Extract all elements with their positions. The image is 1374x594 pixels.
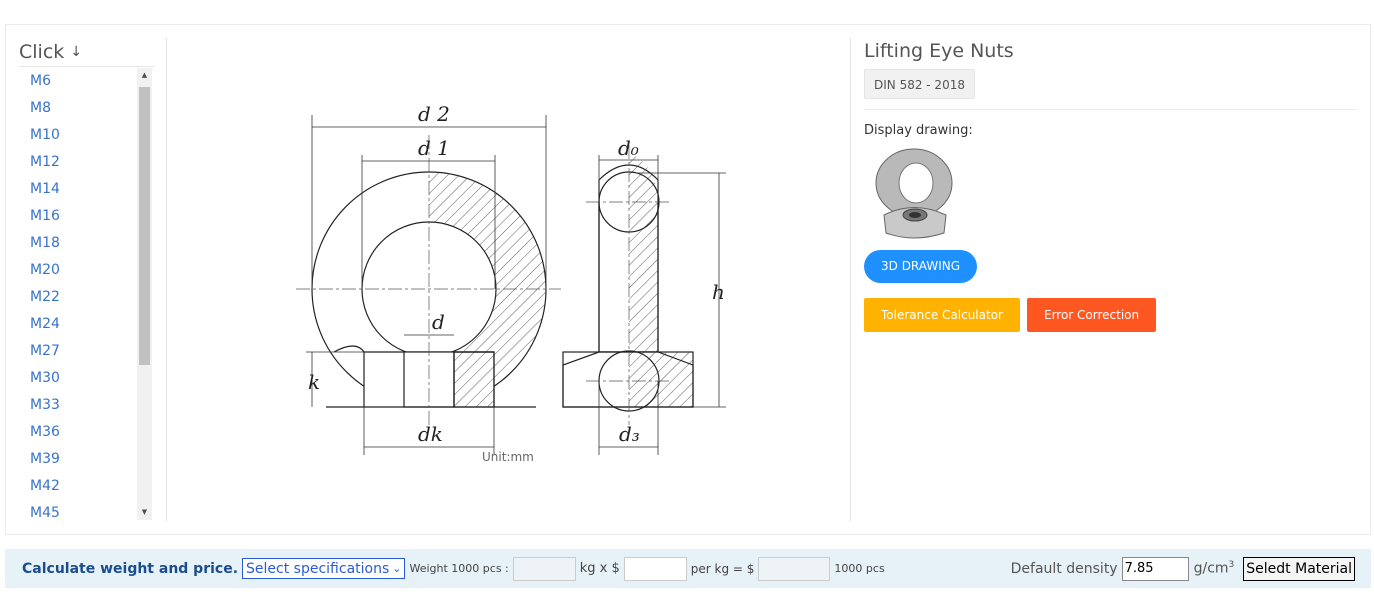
size-item-m45[interactable]: M45: [30, 505, 60, 520]
price-per-kg-input[interactable]: [623, 556, 687, 581]
size-item-m12[interactable]: M12: [30, 154, 60, 170]
product-title: Lifting Eye Nuts: [864, 40, 1014, 62]
size-item-m20[interactable]: M20: [30, 262, 60, 278]
density-unit: g/cm3: [1194, 560, 1235, 577]
pcs-label: 1000 pcs: [834, 562, 885, 575]
size-item-m16[interactable]: M16: [30, 208, 60, 224]
size-item-m27[interactable]: M27: [30, 343, 60, 359]
weight-label: Weight 1000 pcs :: [409, 562, 509, 575]
size-sidebar: Click ↓ M6 M8 M10 M12 M14 M16 M18 M20 M2…: [19, 38, 154, 521]
divider-left: [166, 38, 167, 521]
size-item-m8[interactable]: M8: [30, 100, 51, 116]
size-item-m22[interactable]: M22: [30, 289, 60, 305]
product-panel: Lifting Eye Nuts DIN 582 - 2018 Display …: [864, 38, 1358, 332]
display-drawing-label: Display drawing:: [864, 123, 973, 138]
panel-divider: [864, 109, 1358, 110]
weight-output: [512, 556, 576, 581]
label-k: k: [308, 370, 320, 394]
chevron-down-icon: ⌄: [392, 562, 402, 575]
sidebar-title: Click ↓: [19, 38, 154, 67]
label-d: d: [432, 310, 445, 334]
calc-label: Calculate weight and price.: [22, 560, 239, 577]
technical-drawing: d 2 d 1 d₀ h d k dk d₃: [296, 102, 726, 455]
size-item-m6[interactable]: M6: [30, 73, 51, 89]
error-correction-button[interactable]: Error Correction: [1026, 298, 1157, 332]
size-item-m39[interactable]: M39: [30, 451, 60, 467]
size-item-m33[interactable]: M33: [30, 397, 60, 413]
main-card: Click ↓ M6 M8 M10 M12 M14 M16 M18 M20 M2…: [5, 24, 1371, 535]
spec-select-value: Select specifications: [246, 560, 390, 577]
sidebar-title-text: Click: [19, 41, 65, 63]
size-item-m10[interactable]: M10: [30, 127, 60, 143]
size-item-m42[interactable]: M42: [30, 478, 60, 494]
eye-nut-thumbnail[interactable]: [864, 145, 964, 245]
select-material-button[interactable]: Seledt Material: [1243, 556, 1355, 581]
unit-label: Unit:mm: [482, 450, 534, 464]
label-h: h: [712, 280, 725, 304]
tolerance-calculator-button[interactable]: Tolerance Calculator: [864, 298, 1020, 332]
spec-select[interactable]: Select specifications ⌄: [242, 558, 406, 579]
size-list: M6 M8 M10 M12 M14 M16 M18 M20 M22 M24 M2…: [19, 68, 152, 520]
sidebar-scrollbar[interactable]: ▲ ▼: [137, 68, 152, 520]
label-d2: d 2: [418, 102, 450, 126]
total-price-output: [758, 556, 831, 581]
density-label: Default density: [1010, 560, 1118, 577]
label-d0: d₀: [618, 136, 639, 160]
label-dk: dk: [418, 422, 443, 446]
scroll-down-icon[interactable]: ▼: [141, 508, 148, 516]
label-d3: d₃: [619, 422, 640, 446]
per-kg-label: per kg = $: [690, 561, 755, 576]
label-d1: d 1: [418, 136, 450, 160]
scroll-up-icon[interactable]: ▲: [141, 71, 148, 79]
size-item-m14[interactable]: M14: [30, 181, 60, 197]
density-unit-text: g/cm: [1193, 560, 1229, 577]
kg-x-label: kg x $: [579, 561, 620, 576]
3d-drawing-button[interactable]: 3D DRAWING: [864, 250, 978, 283]
size-item-m36[interactable]: M36: [30, 424, 60, 440]
size-item-m18[interactable]: M18: [30, 235, 60, 251]
size-item-m24[interactable]: M24: [30, 316, 60, 332]
density-input[interactable]: 7.85: [1121, 556, 1189, 581]
arrow-down-icon: ↓: [70, 44, 83, 60]
divider-right: [850, 38, 851, 521]
calc-bar: Calculate weight and price. Select speci…: [5, 549, 1371, 588]
density-unit-exp: 3: [1228, 560, 1235, 571]
standard-badge: DIN 582 - 2018: [864, 69, 975, 99]
scrollbar-thumb[interactable]: [139, 87, 150, 365]
size-item-m30[interactable]: M30: [30, 370, 60, 386]
